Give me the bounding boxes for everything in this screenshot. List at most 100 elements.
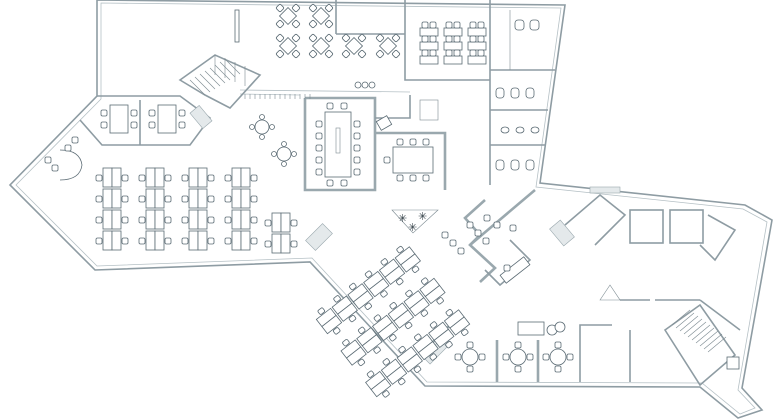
desk-icon [386, 365, 408, 385]
stool-icon [361, 81, 369, 89]
stair-tread [189, 79, 206, 96]
chair-icon [95, 174, 103, 182]
desk-icon [433, 328, 455, 348]
chair-icon [477, 21, 485, 29]
chair-icon [71, 136, 79, 144]
chair-icon [436, 297, 444, 305]
desk-icon [424, 284, 446, 305]
chair-icon [315, 120, 323, 128]
chair-icon [315, 144, 323, 152]
chair-icon [178, 121, 186, 129]
chair-icon [514, 341, 522, 349]
stair-tread [691, 324, 711, 341]
chair-icon [466, 341, 474, 349]
chair-icon [503, 264, 511, 272]
chair-icon [181, 195, 189, 203]
stair-tread [209, 67, 226, 84]
desk-icon [197, 209, 208, 230]
chair-icon [429, 35, 437, 43]
chair-icon [396, 245, 404, 254]
chair-icon [164, 216, 172, 224]
chair-icon [357, 326, 366, 334]
chair-icon [121, 216, 129, 224]
chair-icon [373, 314, 382, 322]
desk-icon [231, 209, 242, 230]
chair-icon [138, 195, 146, 203]
chair-icon [357, 358, 366, 366]
stair-tread [675, 312, 695, 329]
desk-icon [145, 209, 156, 230]
chair-icon [477, 35, 485, 43]
chair-icon [164, 237, 172, 245]
stair-tread [695, 327, 715, 344]
desk-icon [154, 167, 165, 188]
desk-icon [321, 314, 343, 335]
plant-icon: ✳ [398, 213, 407, 225]
chair-icon [95, 195, 103, 203]
chair-icon [130, 121, 138, 129]
chair-icon [380, 258, 389, 266]
chair-icon [275, 33, 285, 43]
desk-icon [102, 230, 113, 251]
desk-icon [467, 41, 487, 51]
stair-tread [671, 309, 691, 326]
chair-icon [291, 3, 301, 13]
chair-icon [421, 277, 429, 285]
chair-icon [315, 168, 323, 176]
chair-icon [357, 33, 367, 43]
chair-icon [375, 49, 385, 59]
chair-icon [224, 195, 232, 203]
chair-icon [148, 121, 156, 129]
desk-icon [102, 209, 113, 230]
stair-tread [219, 61, 236, 78]
chair-icon [324, 33, 334, 43]
desk-icon [419, 55, 439, 65]
desk-icon [197, 188, 208, 209]
chair-icon [138, 237, 146, 245]
desk-icon [197, 230, 208, 251]
chair-icon [290, 219, 298, 227]
chair-icon [364, 270, 373, 278]
chair-icon [44, 156, 52, 164]
stair-tread [679, 315, 699, 332]
desk-icon [231, 188, 242, 209]
chair-icon [373, 346, 381, 354]
chair-icon [454, 353, 462, 361]
chair-icon [341, 49, 351, 59]
chair-icon [207, 195, 215, 203]
stair-tread [707, 336, 727, 353]
stair-tread [224, 58, 241, 75]
sofa-icon [499, 256, 531, 284]
chair-icon [445, 341, 453, 349]
desk-icon [377, 321, 399, 342]
toilet-icon [525, 159, 535, 171]
chair-icon [130, 109, 138, 117]
table-icon [311, 36, 331, 56]
desk-icon [102, 167, 113, 188]
chair-icon [250, 237, 258, 245]
chair-icon [391, 49, 401, 59]
table-icon [461, 348, 479, 366]
desk-icon [111, 188, 122, 209]
desk-icon [443, 27, 463, 37]
chair-icon [291, 33, 301, 43]
diagonal-workstations [315, 245, 471, 398]
chair-icon [445, 309, 454, 317]
chair-icon [224, 216, 232, 224]
chair-icon [121, 195, 129, 203]
chair-icon [380, 290, 388, 298]
credenza-icon [517, 321, 545, 336]
furniture [44, 3, 740, 398]
desk-icon [240, 230, 251, 251]
chair-icon [121, 174, 129, 182]
chair-icon [414, 333, 422, 341]
chair-icon [429, 21, 437, 29]
desk-icon [337, 302, 358, 322]
chair-icon [445, 49, 453, 57]
chair-icon [317, 307, 326, 315]
chair-icon [398, 377, 406, 386]
plant-planter: ✳ ✳ ✳ [391, 209, 439, 234]
table-icon [509, 348, 527, 366]
chair-icon [474, 229, 482, 237]
chair-icon [324, 49, 334, 59]
